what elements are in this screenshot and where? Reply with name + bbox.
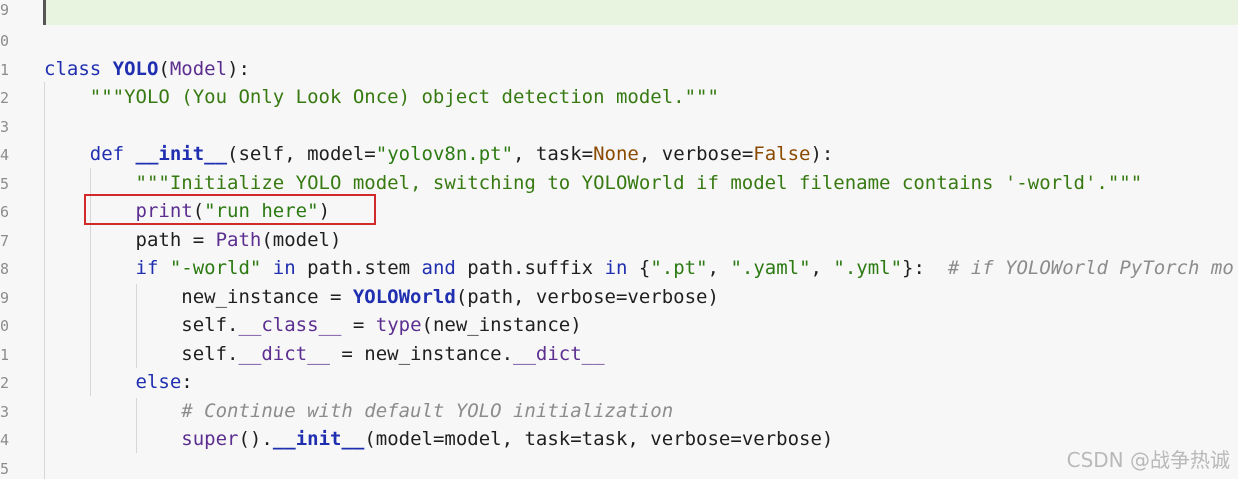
code-token: in [261,257,308,279]
code-line[interactable]: print("run here") [44,197,331,225]
line-number: 1 [0,346,9,364]
code-token: # Continue with default YOLO initializat… [44,400,674,422]
code-line[interactable]: class YOLO(Model): [44,55,250,83]
code-token: else [44,371,182,393]
code-token: __init__ [272,428,365,450]
indent-guide [90,168,91,396]
code-token: new_instance = [44,286,353,308]
code-token: = [341,314,376,336]
code-token: Model [169,58,228,80]
line-number: 3 [0,403,9,421]
line-number: 9 [0,289,9,307]
code-token: (model=model, task=task, verbose=verbose… [364,428,834,450]
code-token: Path [215,229,262,251]
line-number: 9 [0,1,9,19]
code-token: class [44,58,113,80]
print-statement-highlight-box [84,194,376,225]
code-token: "run here" [204,200,319,222]
code-token: "-world" [169,257,262,279]
code-token: self. [44,314,239,336]
code-token [44,428,181,450]
code-token: = new_instance. [329,343,514,365]
code-token: if [44,257,170,279]
code-token: """Initialize YOLO model, switching to Y… [44,172,1143,194]
line-number: 7 [0,232,9,250]
code-token: ): [810,143,834,165]
code-token: , task= [513,143,594,165]
code-token: (path, verbose=verbose) [455,286,719,308]
code-line[interactable]: new_instance = YOLOWorld(path, verbose=v… [44,283,719,311]
current-line-highlight [44,0,1238,25]
code-line[interactable]: path = Path(model) [44,226,342,254]
code-token: (self, model= [227,143,376,165]
line-number: 0 [0,317,9,335]
code-token: YOLOWorld [352,286,456,308]
code-token: , [707,257,731,279]
code-token: __dict__ [513,343,605,365]
code-token: print [135,200,193,222]
code-line[interactable]: # Continue with default YOLO initializat… [44,397,673,425]
code-token: { [638,257,651,279]
code-token: def [44,143,136,165]
code-token: (). [238,428,273,450]
code-token: self. [44,343,239,365]
code-token: in [604,257,639,279]
code-token: , verbose= [638,143,754,165]
line-number: 3 [0,118,9,136]
code-line[interactable]: super().__init__(model=model, task=task,… [44,425,833,453]
code-token: path.stem [307,257,422,279]
code-token: , [810,257,834,279]
indent-guide [44,82,45,479]
code-token: and [421,257,468,279]
code-token: path.suffix [467,257,605,279]
text-cursor [43,0,46,25]
indent-guide [136,284,137,368]
code-token: ): [227,58,250,80]
line-number: 6 [0,203,9,221]
code-token: "yolov8n.pt" [375,143,514,165]
code-token: ".yaml" [730,257,811,279]
code-token: }: [902,257,948,279]
code-token: __init__ [135,143,228,165]
code-line[interactable]: def __init__(self, model="yolov8n.pt", t… [44,140,834,168]
code-token: path = [44,229,216,251]
line-number: 4 [0,146,9,164]
line-number: 5 [0,175,9,193]
code-token: False [753,143,811,165]
code-token: super [181,428,239,450]
code-token: ) [318,200,331,222]
code-token: ".pt" [650,257,708,279]
code-token: __dict__ [238,343,330,365]
line-number: 0 [0,32,9,50]
line-number: 5 [0,460,9,478]
code-token: None [593,143,639,165]
code-token: __class__ [238,314,342,336]
line-number-gutter: 9 0 1 2 3 4 5 6 7 8 9 0 1 2 3 4 5 [0,0,12,479]
line-number: 1 [0,61,9,79]
code-line[interactable]: """YOLO (You Only Look Once) object dete… [44,83,719,111]
code-line[interactable]: self.__dict__ = new_instance.__dict__ [44,340,605,368]
code-token: ( [192,200,205,222]
line-number: 2 [0,89,9,107]
line-number: 2 [0,374,9,392]
code-token: YOLO [112,58,159,80]
code-token: ".yml" [833,257,903,279]
indent-guide [136,398,137,453]
code-token: """YOLO (You Only Look Once) object dete… [44,86,719,108]
code-line[interactable]: if "-world" in path.stem and path.suffix… [44,254,1234,282]
line-number: 8 [0,260,9,278]
code-token: # if YOLOWorld PyTorch mo [947,257,1234,279]
code-token: (new_instance) [421,314,582,336]
watermark: CSDN @战争热诚 [1066,448,1230,472]
code-token: ( [158,58,170,80]
code-line[interactable]: self.__class__ = type(new_instance) [44,311,582,339]
code-line[interactable]: else: [44,368,193,396]
code-line[interactable]: """Initialize YOLO model, switching to Y… [44,169,1143,197]
code-token: type [375,314,422,336]
code-token: : [181,371,193,393]
code-token: (model) [261,229,342,251]
line-number: 4 [0,431,9,449]
